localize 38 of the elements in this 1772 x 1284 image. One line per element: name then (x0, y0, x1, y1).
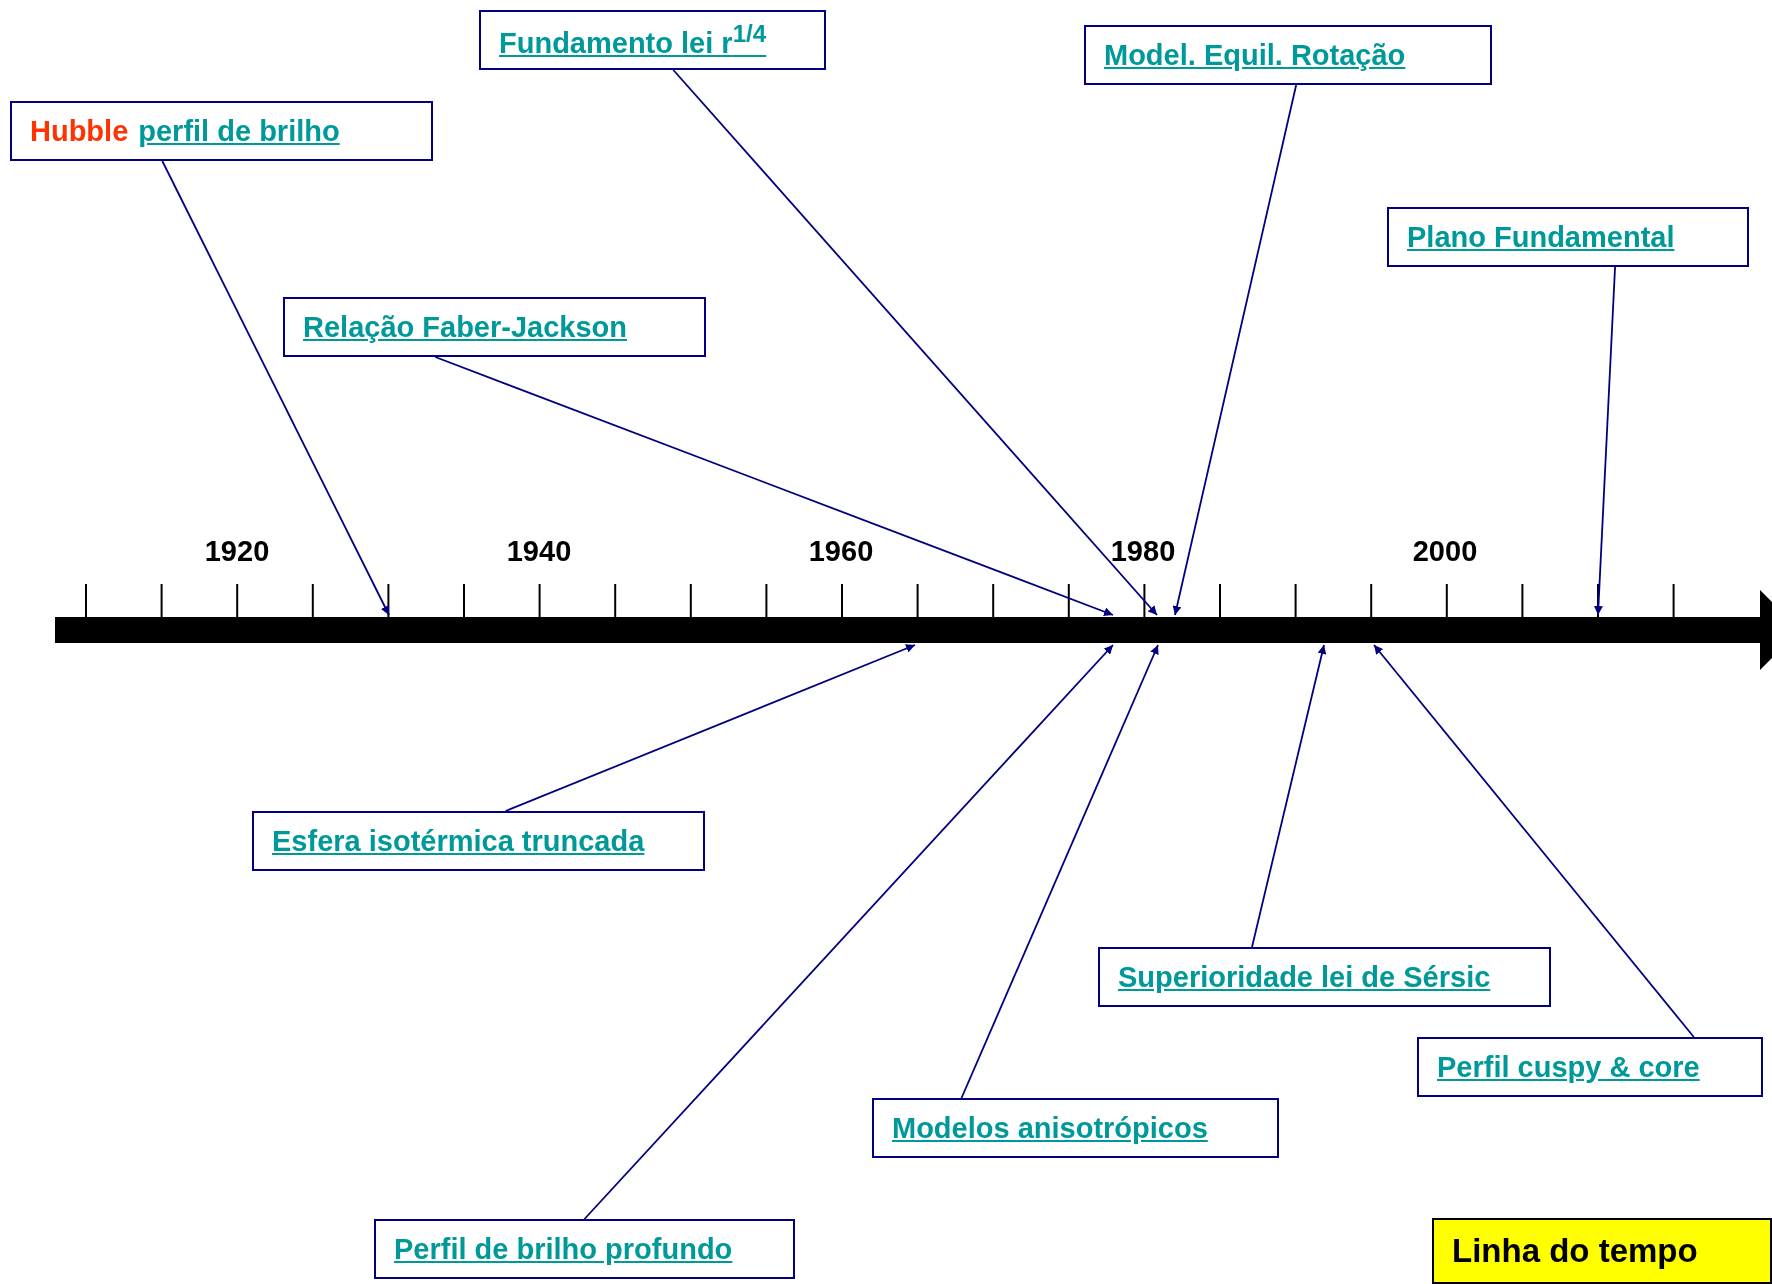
year-label: 2000 (1412, 535, 1478, 568)
event-box (872, 1098, 1279, 1158)
event-box (1417, 1037, 1763, 1097)
event-link: Relação Faber-Jackson (303, 310, 627, 344)
event-link: Superioridade lei de Sérsic (1118, 960, 1491, 994)
event-box (283, 297, 706, 357)
arrow (583, 644, 1114, 1220)
arrow (960, 644, 1159, 1099)
year-label: 1940 (506, 535, 572, 568)
event-box (374, 1219, 795, 1279)
event-link: Perfil cuspy & core (1437, 1050, 1700, 1084)
name-text: Hubble (30, 114, 129, 148)
arrow (1373, 644, 1695, 1038)
arrow (1251, 644, 1327, 948)
arrow (434, 356, 1114, 616)
event-box (252, 811, 705, 871)
event-link: Plano Fundamental (1407, 220, 1675, 254)
event-link: Perfil de brilho profundo (394, 1232, 733, 1266)
arrow (1593, 266, 1616, 616)
title-box (1432, 1218, 1772, 1284)
event-link: perfil de brilho (138, 114, 340, 148)
event-box (1387, 207, 1749, 267)
event-box (479, 10, 826, 70)
event-link: Model. Equil. Rotação (1104, 38, 1406, 72)
event-box (1098, 947, 1551, 1007)
arrow (504, 644, 916, 812)
year-label: 1920 (204, 535, 270, 568)
arrow (1172, 84, 1298, 616)
event-box (1084, 25, 1492, 85)
title-text: Linha do tempo (1452, 1232, 1698, 1270)
event-link: Modelos anisotrópicos (892, 1111, 1208, 1145)
event-link: Fundamento lei r$^{1/4}$ (499, 20, 767, 60)
event-box (10, 101, 433, 161)
arrow (672, 69, 1158, 616)
year-label: 1980 (1110, 535, 1176, 568)
arrow (161, 160, 390, 616)
year-label: 1960 (808, 535, 874, 568)
event-link: Esfera isotérmica truncada (272, 824, 645, 858)
